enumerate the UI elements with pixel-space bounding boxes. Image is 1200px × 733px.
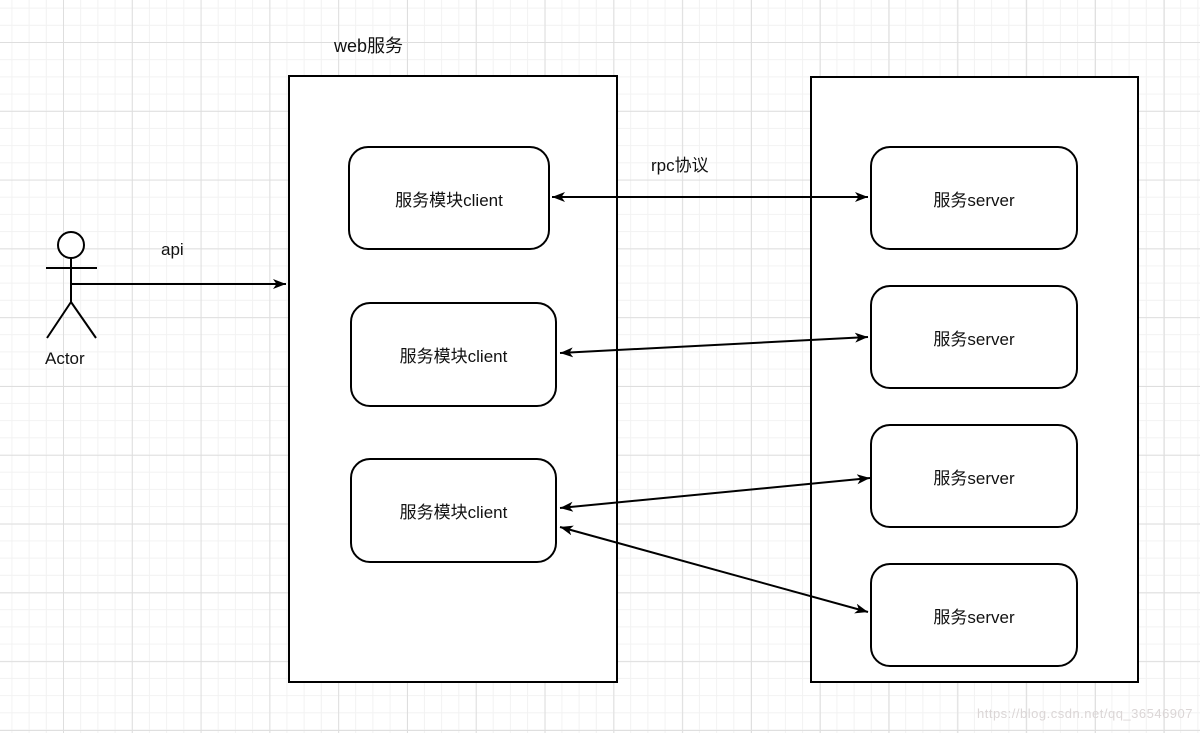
- watermark: https://blog.csdn.net/qq_36546907: [977, 706, 1193, 721]
- actor-label: Actor: [45, 349, 85, 368]
- server-node-2: 服务server: [870, 285, 1078, 389]
- server-node-1-label: 服务server: [933, 190, 1015, 210]
- actor-head: [57, 231, 85, 259]
- actor-leg-left: [46, 301, 72, 339]
- rpc-edge-label: rpc协议: [651, 156, 709, 175]
- client-node-1: 服务模块client: [348, 146, 550, 250]
- server-node-4: 服务server: [870, 563, 1078, 667]
- client-node-2-label: 服务模块client: [399, 347, 508, 366]
- client-node-2: 服务模块client: [350, 302, 557, 407]
- actor-leg-right: [70, 301, 97, 339]
- server-node-2-label: 服务server: [933, 329, 1015, 349]
- actor-figure: [46, 231, 97, 339]
- api-edge-label: api: [161, 240, 184, 259]
- server-node-1: 服务server: [870, 146, 1078, 250]
- server-node-4-label: 服务server: [933, 607, 1015, 627]
- server-node-3-label: 服务server: [933, 468, 1015, 488]
- client-node-3-label: 服务模块client: [399, 503, 508, 522]
- client-node-1-label: 服务模块client: [395, 190, 503, 210]
- client-node-3: 服务模块client: [350, 458, 557, 563]
- web-service-title: web服务: [334, 36, 404, 56]
- server-node-3: 服务server: [870, 424, 1078, 528]
